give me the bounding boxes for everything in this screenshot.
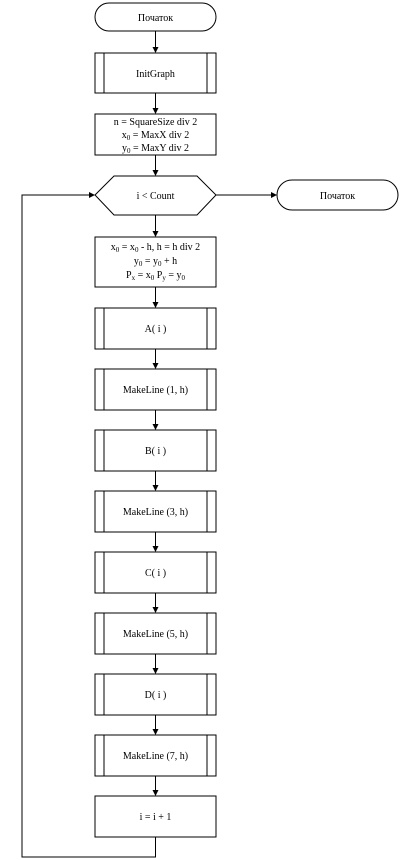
initgraph-process: InitGraph (94, 52, 217, 94)
arrow-head (152, 302, 159, 308)
loop-condition: i < Count (94, 175, 217, 216)
increment-block: i = i + 1 (94, 795, 217, 838)
assign-block: n = SquareSize div 2 x0 = MaxX div 2 y0 … (94, 113, 217, 156)
arrow-head (152, 170, 159, 176)
arrow-head (152, 424, 159, 430)
initgraph-label: InitGraph (136, 69, 175, 80)
arrow-head (271, 192, 277, 198)
loop-condition-label: i < Count (137, 191, 175, 202)
arrow-head (152, 790, 159, 796)
step-a-label: A( i ) (145, 324, 167, 335)
arrow-head (89, 192, 95, 198)
update-line-1: x0 = x0 - h, h = h div 2 (111, 242, 200, 254)
step-d: D( i ) (94, 673, 217, 716)
step-b-label: B( i ) (145, 446, 166, 457)
arrow-head (152, 546, 159, 552)
update-block: x0 = x0 - h, h = h div 2 y0 = y0 + h Px … (94, 236, 217, 288)
step-makeline-7-label: MakeLine (7, h) (123, 751, 188, 762)
arrow-head (152, 485, 159, 491)
step-d-label: D( i ) (145, 690, 167, 701)
exit-label: Початок (320, 191, 355, 202)
assign-line-1: n = SquareSize div 2 (114, 117, 197, 128)
arrow-head (152, 108, 159, 114)
step-b: B( i ) (94, 429, 217, 472)
start-terminator: Початок (94, 2, 217, 32)
step-makeline-3-label: MakeLine (3, h) (123, 507, 188, 518)
arrow-head (152, 47, 159, 53)
step-makeline-5-label: MakeLine (5, h) (123, 629, 188, 640)
step-a: A( i ) (94, 307, 217, 350)
exit-terminator: Початок (276, 179, 399, 211)
arrow-head (152, 363, 159, 369)
arrow-head (152, 729, 159, 735)
assign-line-3: y0 = MaxY div 2 (122, 143, 189, 155)
step-makeline-1-label: MakeLine (1, h) (123, 385, 188, 396)
step-c: C( i ) (94, 551, 217, 594)
arrow-head (152, 607, 159, 613)
assign-line-2: x0 = MaxX div 2 (122, 130, 189, 142)
step-c-label: C( i ) (145, 568, 166, 579)
arrow-head (152, 668, 159, 674)
arrow-head (152, 231, 159, 237)
update-line-2: y0 = y0 + h (134, 256, 177, 268)
connector-loop-back (21, 194, 156, 858)
update-line-3: Px = x0 Py = y0 (126, 270, 185, 282)
step-makeline-3: MakeLine (3, h) (94, 490, 217, 533)
step-makeline-5: MakeLine (5, h) (94, 612, 217, 655)
step-makeline-7: MakeLine (7, h) (94, 734, 217, 777)
start-label: Початок (138, 13, 173, 24)
increment-label: i = i + 1 (140, 812, 172, 823)
step-makeline-1: MakeLine (1, h) (94, 368, 217, 411)
